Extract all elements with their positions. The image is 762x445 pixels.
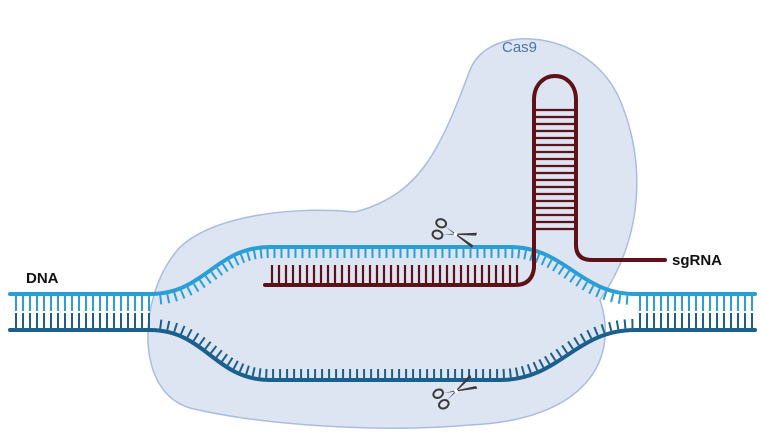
- base-tick: [238, 363, 245, 373]
- dna-label: DNA: [26, 270, 59, 287]
- base-tick: [549, 352, 557, 362]
- base-tick: [540, 256, 547, 266]
- base-tick: [159, 319, 163, 329]
- base-tick: [593, 326, 599, 336]
- base-tick: [535, 253, 541, 263]
- dna-top-strand-bases: [159, 248, 629, 305]
- base-tick: [602, 290, 608, 301]
- base-tick: [251, 367, 256, 377]
- base-tick: [561, 344, 568, 354]
- base-tick: [233, 256, 240, 266]
- base-tick: [221, 263, 229, 273]
- base-tick: [625, 295, 629, 305]
- base-tick: [186, 286, 193, 296]
- base-tick: [526, 364, 532, 374]
- base-tick: [514, 367, 519, 377]
- base-tick: [595, 288, 601, 298]
- base-tick: [245, 365, 250, 375]
- base-tick: [166, 320, 171, 330]
- base-tick: [538, 358, 545, 368]
- base-tick: [563, 270, 571, 279]
- base-tick: [544, 355, 551, 365]
- sgrna-strand: [263, 74, 667, 287]
- base-tick: [246, 251, 251, 262]
- base-tick: [204, 275, 212, 284]
- base-tick: [581, 281, 588, 291]
- base-tick: [573, 337, 580, 346]
- base-tick: [221, 353, 228, 363]
- base-tick: [569, 274, 576, 283]
- dna-bottom-strand-bases: [159, 319, 634, 378]
- base-tick: [617, 294, 622, 304]
- sgrna-guide-bases: [270, 265, 519, 283]
- base-tick: [508, 368, 512, 378]
- cas9-protein: [147, 38, 638, 429]
- base-tick: [567, 340, 574, 350]
- sgrna-backbone: [263, 74, 667, 287]
- base-tick: [199, 279, 206, 289]
- base-tick: [180, 289, 186, 299]
- dna-bottom-strand: [8, 328, 757, 382]
- base-tick: [180, 325, 186, 335]
- base-tick: [520, 365, 526, 376]
- base-tick: [546, 259, 553, 269]
- base-tick: [192, 332, 200, 342]
- base-tick: [552, 262, 559, 272]
- base-tick: [532, 361, 539, 371]
- base-tick: [173, 292, 178, 302]
- base-tick: [173, 322, 179, 332]
- base-tick: [198, 336, 206, 346]
- sgrna-hairpin-bases: [536, 108, 574, 231]
- sgrna-label: sgRNA: [672, 252, 722, 269]
- base-tick: [588, 285, 595, 295]
- base-tick: [159, 295, 163, 305]
- base-tick: [192, 283, 200, 293]
- base-tick: [166, 294, 171, 304]
- base-tick: [608, 321, 613, 332]
- base-tick: [575, 277, 582, 287]
- base-tick: [555, 348, 563, 358]
- base-tick: [517, 249, 521, 259]
- base-tick: [215, 349, 223, 358]
- dna-top-strand: [8, 245, 757, 296]
- base-tick: [216, 267, 224, 276]
- base-tick: [615, 320, 620, 330]
- base-tick: [523, 250, 527, 260]
- base-tick: [610, 293, 615, 303]
- base-tick: [204, 341, 212, 350]
- base-tick: [239, 253, 246, 264]
- dna-base-pairs-left: [15, 296, 150, 328]
- base-tick: [232, 360, 239, 370]
- base-tick: [579, 333, 586, 343]
- base-tick: [227, 259, 234, 269]
- cas9-label: Cas9: [502, 39, 537, 56]
- base-tick: [600, 323, 606, 334]
- dna-double-helix: [8, 245, 757, 382]
- base-tick: [586, 329, 593, 339]
- base-tick: [258, 368, 262, 378]
- base-tick: [186, 328, 193, 338]
- base-tick: [259, 249, 263, 259]
- base-tick: [210, 345, 218, 354]
- base-tick: [226, 357, 234, 366]
- base-tick: [252, 250, 257, 260]
- base-tick: [210, 271, 218, 280]
- base-tick: [623, 319, 627, 329]
- base-tick: [557, 266, 565, 276]
- dna-base-pairs-right: [639, 296, 753, 328]
